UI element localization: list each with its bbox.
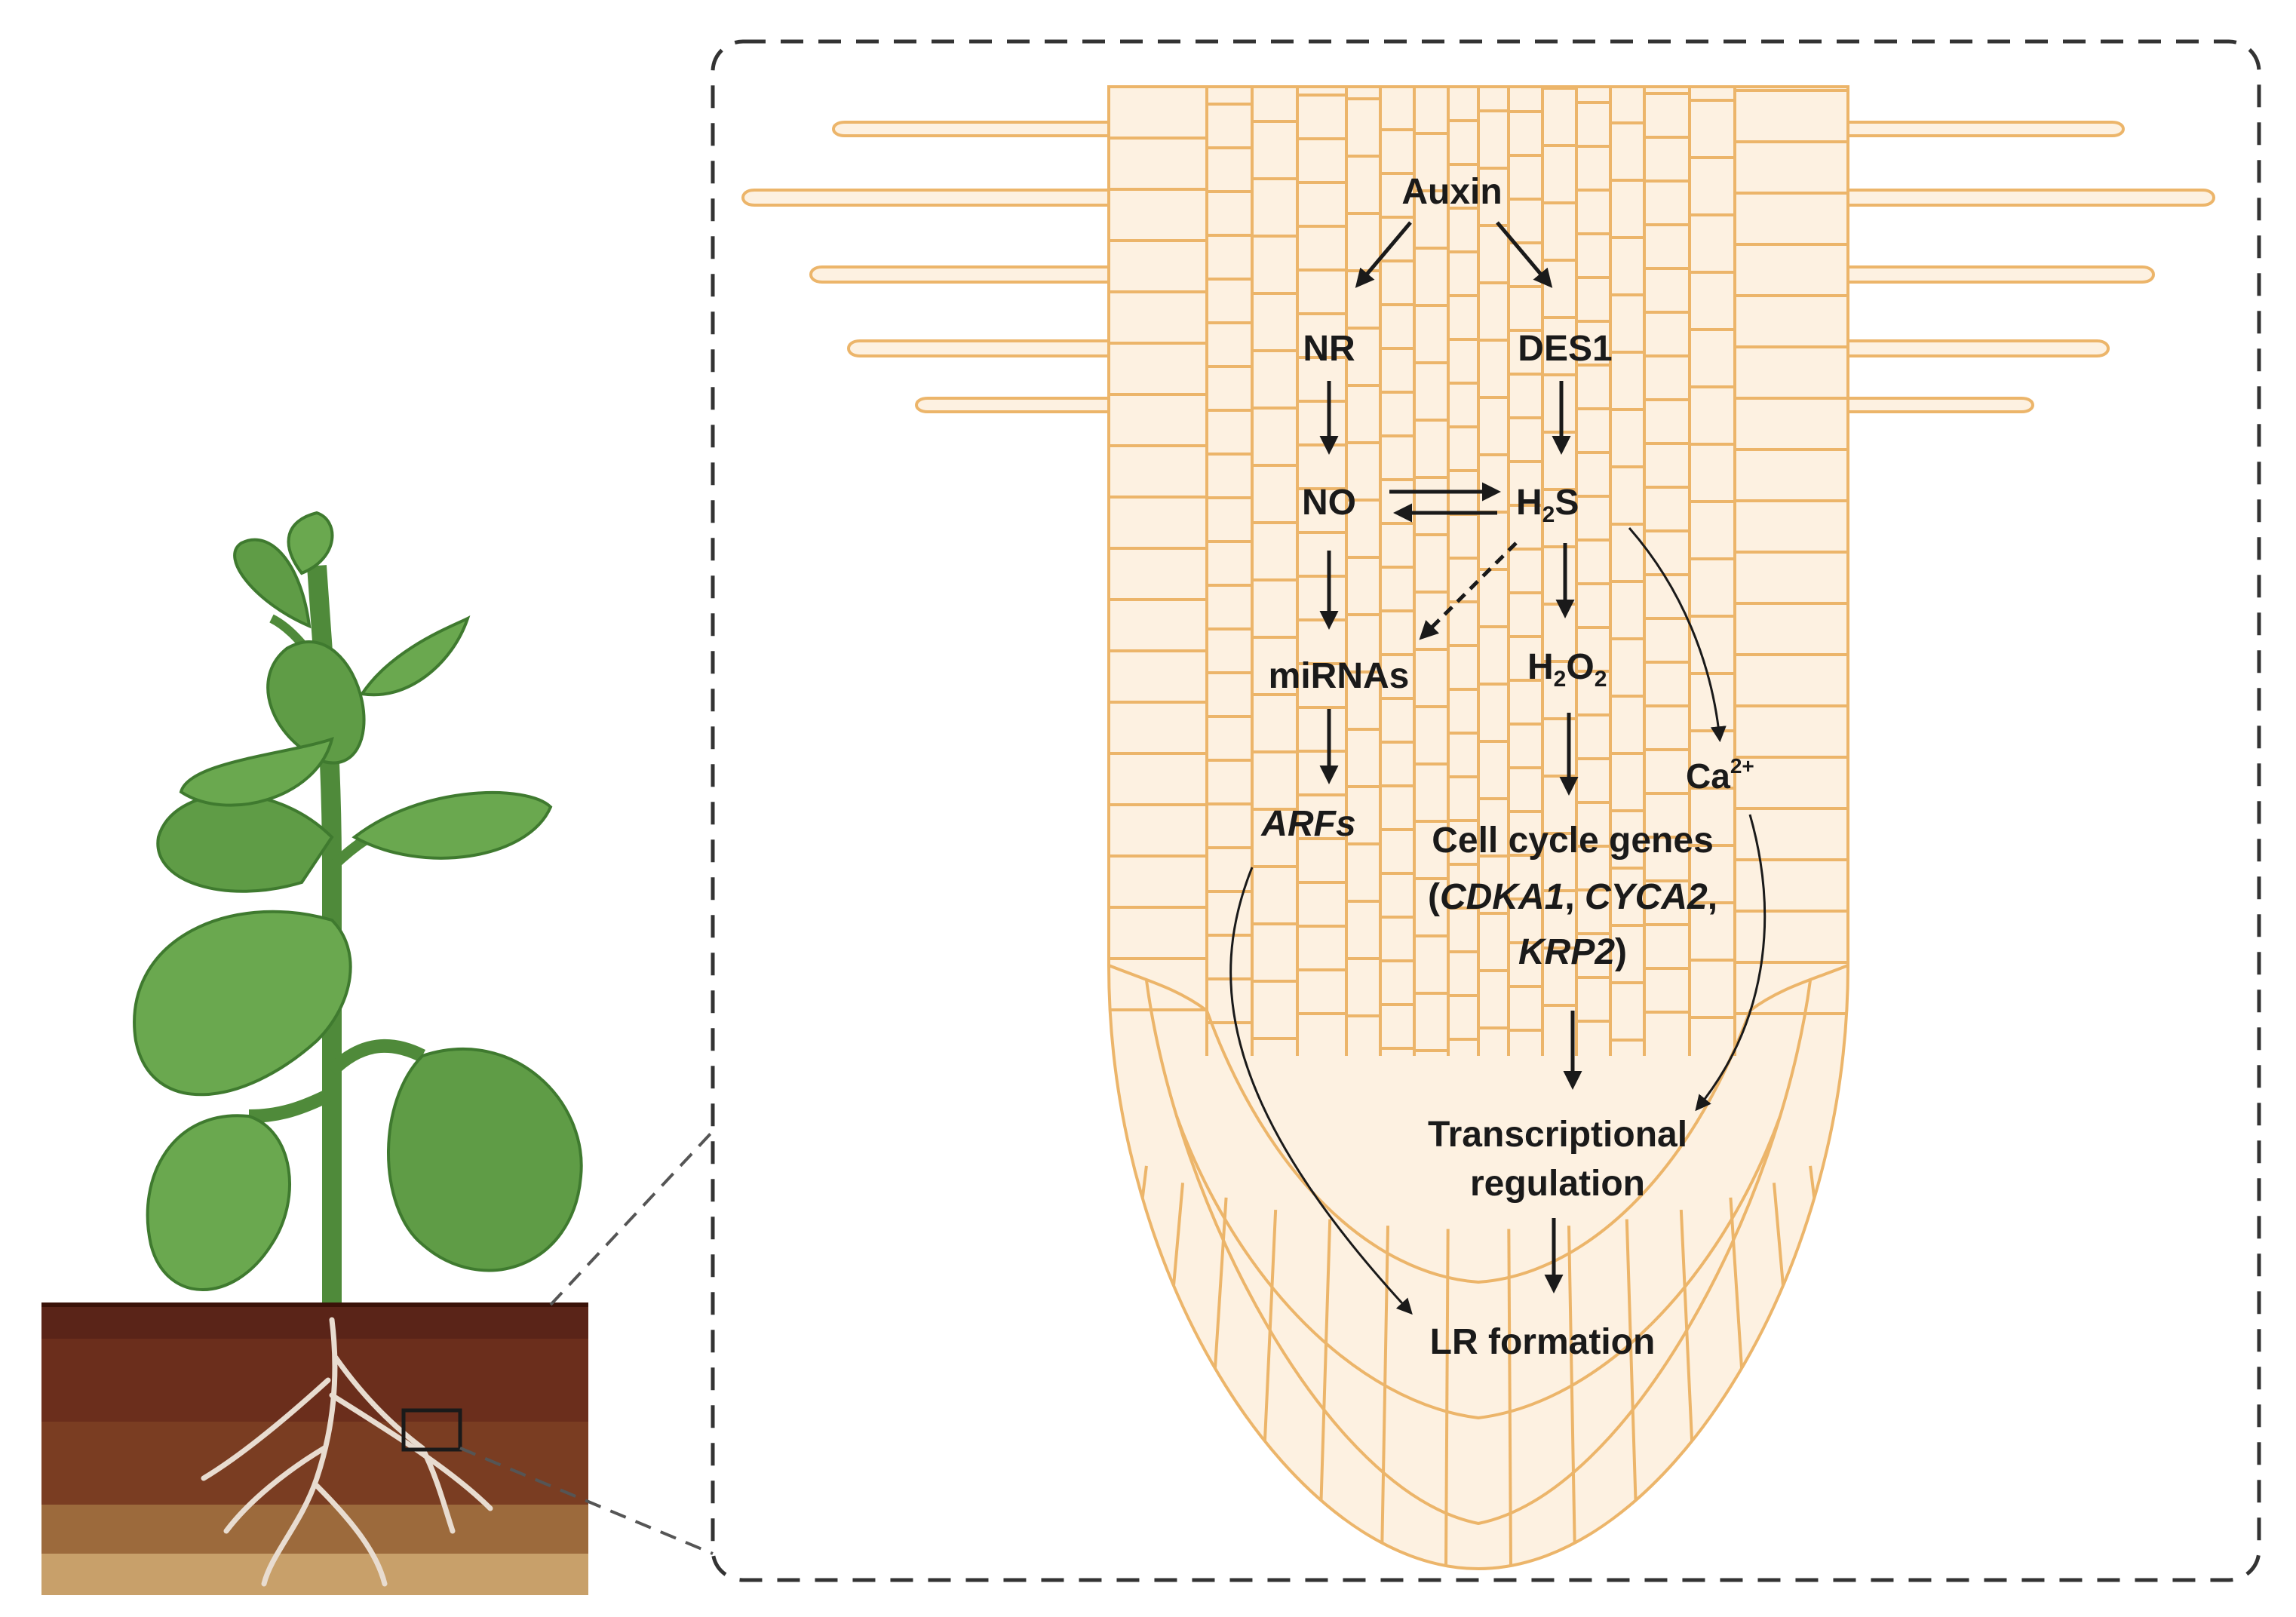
soil-cross-section	[41, 1302, 588, 1595]
label-des1: DES1	[1518, 329, 1612, 369]
root-cap-wall	[1444, 1229, 1450, 1569]
zoom-frame	[711, 39, 2261, 1582]
leaf	[233, 538, 312, 629]
root-cap-wall	[1109, 1146, 1120, 1303]
plant-illustration	[133, 511, 583, 1320]
leaf	[266, 640, 366, 765]
label-cell-cycle-list: (CDKA1, CYCA2,	[1428, 877, 1717, 917]
label-auxin: Auxin	[1401, 172, 1502, 212]
leaf	[133, 910, 352, 1097]
label-nr: NR	[1303, 329, 1355, 369]
label-krp2: KRP2)	[1518, 932, 1627, 972]
leaf	[156, 793, 334, 893]
label-h2s: H2S	[1516, 483, 1579, 527]
root-cap-wall	[1507, 1229, 1513, 1569]
root-cap-wall	[1070, 1128, 1099, 1225]
pathway-arrows	[1229, 221, 1767, 1315]
leaf	[351, 790, 553, 860]
leaf	[359, 615, 471, 697]
leaf	[287, 511, 334, 575]
label-regulation: regulation	[1470, 1164, 1645, 1204]
leaf	[179, 736, 334, 807]
leaf	[146, 1114, 291, 1291]
pathway-labels: Auxin NR DES1 NO H2S miRNAs H2O2 Ca2+ AR…	[1260, 172, 1754, 1362]
root-cap-wall	[1837, 1146, 1848, 1303]
label-mirnas: miRNAs	[1269, 656, 1410, 696]
root-cap-wall	[1809, 1165, 1837, 1376]
zoom-box	[401, 1408, 462, 1452]
root-cap-wall	[1859, 1128, 1888, 1225]
label-arfs: ARFs	[1260, 804, 1355, 844]
label-transcriptional: Transcriptional	[1428, 1115, 1687, 1155]
label-cell-cycle-genes: Cell cycle genes	[1432, 821, 1714, 861]
root-cap-wall	[1119, 1165, 1148, 1376]
label-ca: Ca2+	[1686, 754, 1754, 796]
leaf	[387, 1047, 583, 1272]
root-tip-illustration	[741, 85, 2215, 1571]
zoom-lines	[459, 1130, 714, 1555]
label-no: NO	[1302, 483, 1356, 523]
label-h2o2: H2O2	[1527, 647, 1607, 692]
label-lr-formation: LR formation	[1430, 1322, 1656, 1362]
